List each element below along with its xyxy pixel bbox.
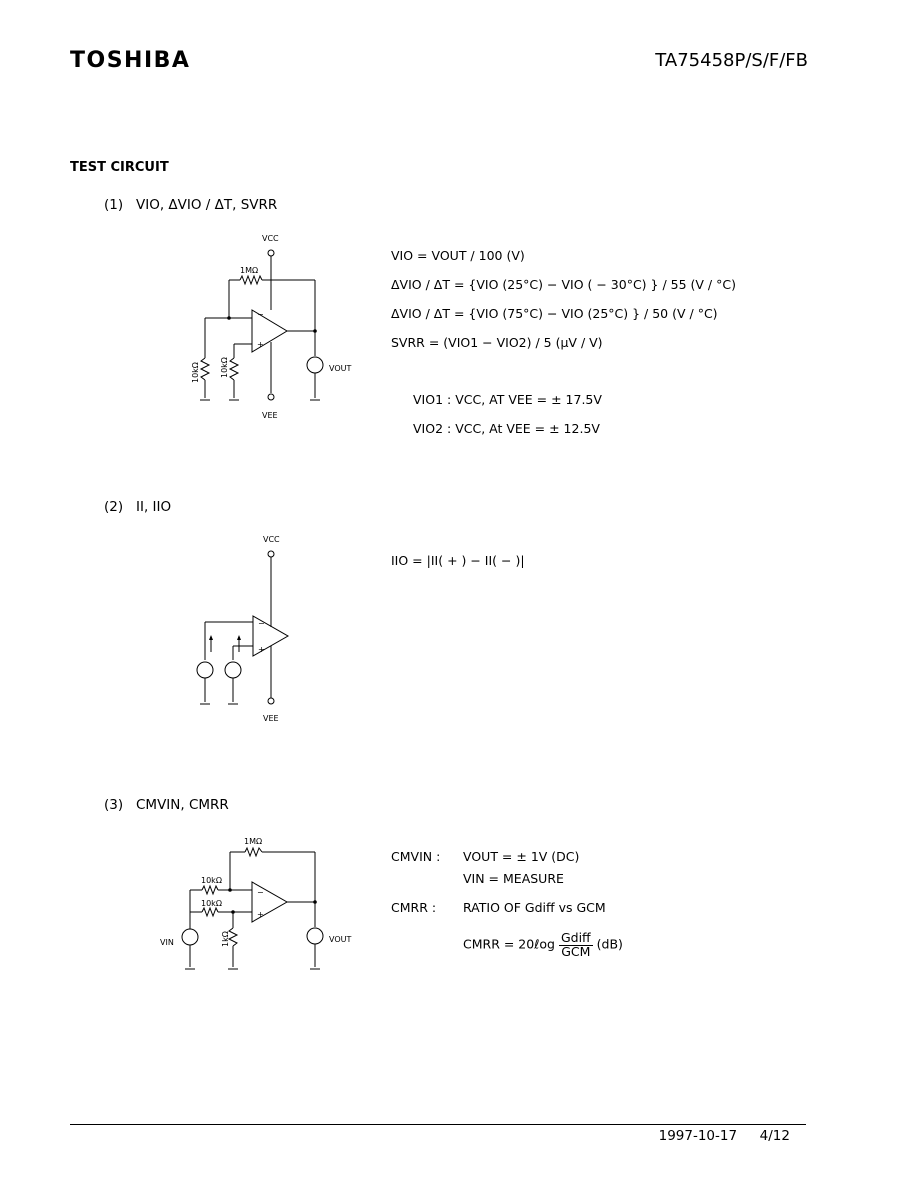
c1-vee-label: VEE [262, 411, 278, 420]
c1-r1-label: 1MΩ [240, 266, 258, 275]
c1-eq3: ΔVIO / ΔT = {VIO (75°C) − VIO (25°C) } /… [391, 306, 718, 321]
c3-cmrr-denominator: GCM [561, 943, 591, 959]
footer: 1997-10-17 4/12 [659, 1128, 790, 1144]
c1-r2-label: 10kΩ [191, 362, 200, 383]
svg-text:+: + [257, 340, 264, 349]
footer-page: 4/12 [759, 1128, 790, 1144]
svg-text:−: − [257, 888, 264, 897]
circuit2-heading: II, IIO [136, 499, 172, 515]
c3-r4-label: 1kΩ [221, 931, 230, 947]
circuit1-schematic: − + VCC VEE VOUT 1MΩ 10kΩ 10kΩ [191, 234, 351, 420]
c3-cmrr-unit: (dB) [596, 936, 623, 952]
svg-text:−: − [258, 619, 265, 628]
c1-r3-label: 10kΩ [220, 357, 229, 378]
c3-cmrr-fraction: Gdiff GCM [558, 930, 593, 959]
c1-cond2: VIO2 : VCC, At VEE = ± 12.5V [413, 421, 600, 436]
c2-vcc-label: VCC [263, 535, 280, 544]
part-number: TA75458P/S/F/FB [655, 50, 808, 71]
c1-cond1: VIO1 : VCC, AT VEE = ± 17.5V [413, 392, 602, 407]
c3-r1-label: 1MΩ [244, 837, 262, 846]
c1-eq2: ΔVIO / ΔT = {VIO (25°C) − VIO ( − 30°C) … [391, 277, 736, 292]
c1-vout-label: VOUT [329, 364, 351, 373]
brand-logo: TOSHIBA [70, 48, 191, 73]
svg-text:−: − [257, 310, 264, 319]
c3-vin-label: VIN [160, 938, 174, 947]
c1-eq4: SVRR = (VIO1 − VIO2) / 5 (μV / V) [391, 335, 603, 350]
c3-cmrr-equation: CMRR = 20ℓog Gdiff GCM (dB) [463, 930, 623, 959]
svg-text:+: + [257, 910, 264, 919]
c3-r3-label: 10kΩ [201, 899, 222, 908]
c3-cmrr-line: RATIO OF Gdiff vs GCM [463, 900, 606, 915]
section-title: TEST CIRCUIT [70, 160, 169, 175]
circuit3-heading: CMVIN, CMRR [136, 797, 229, 813]
circuit2-number: (2) [104, 499, 124, 515]
footer-date: 1997-10-17 [658, 1128, 738, 1144]
c1-vcc-label: VCC [262, 234, 279, 243]
circuit1-number: (1) [104, 197, 124, 213]
c3-cmrr-eq-prefix: CMRR = 20ℓog [463, 936, 555, 952]
circuit2-schematic: − + VCC VEE [196, 535, 290, 723]
circuit1-heading: VIO, ΔVIO / ΔT, SVRR [136, 197, 278, 213]
c3-cmrr-numerator: Gdiff [558, 930, 593, 946]
circuit3-schematic: − + 1MΩ 10kΩ 10kΩ 1kΩ VIN VOUT [160, 837, 351, 970]
c3-r2-label: 10kΩ [201, 876, 222, 885]
c3-cmrr-label: CMRR : [391, 900, 437, 915]
svg-text:+: + [258, 645, 265, 654]
c2-vee-label: VEE [263, 714, 279, 723]
c3-cmv-line1: VOUT = ± 1V (DC) [463, 849, 580, 864]
footer-divider [70, 1124, 806, 1125]
c3-cmv-label: CMVIN : [391, 849, 441, 864]
circuit3-number: (3) [104, 797, 124, 813]
c2-eq1: IIO = |II( + ) − II( − )| [391, 553, 525, 568]
c3-vout-label: VOUT [329, 935, 351, 944]
c3-cmv-line2: VIN = MEASURE [463, 871, 564, 886]
c1-eq1: VIO = VOUT / 100 (V) [391, 248, 525, 263]
